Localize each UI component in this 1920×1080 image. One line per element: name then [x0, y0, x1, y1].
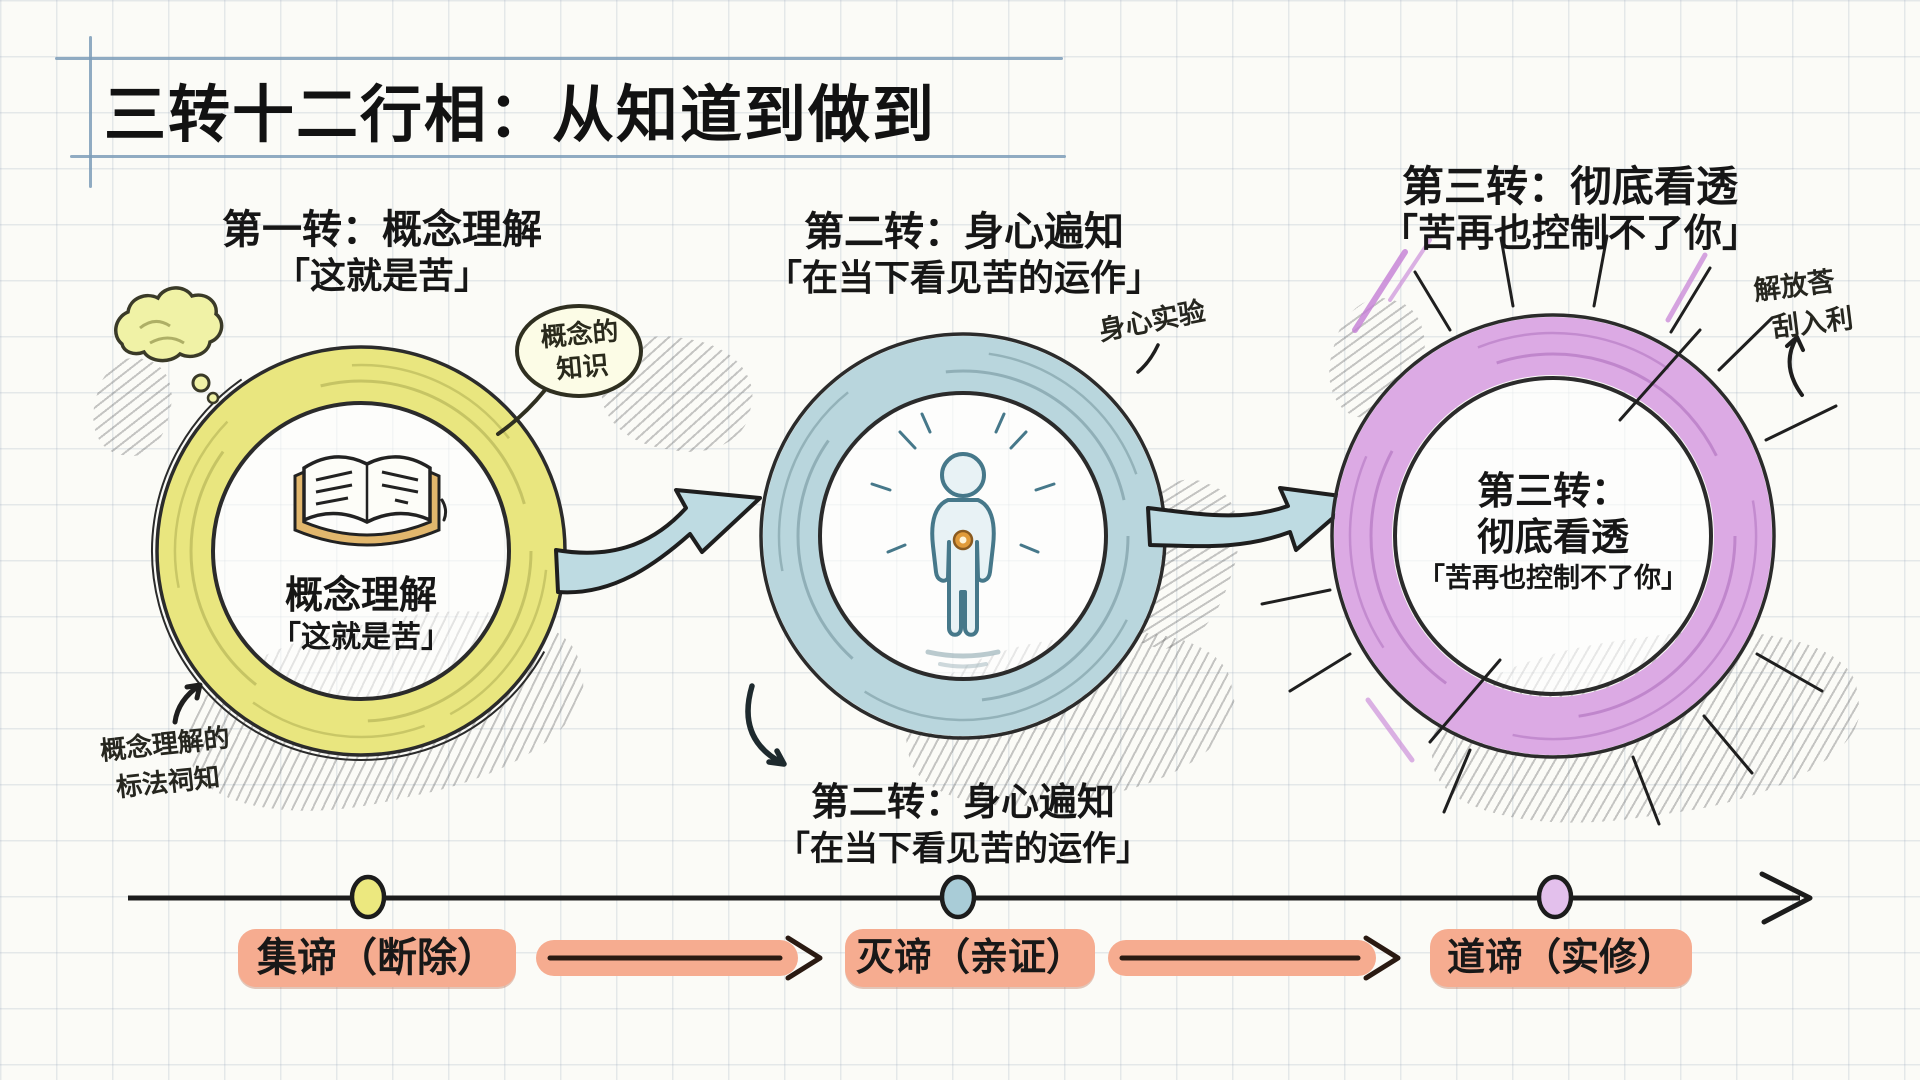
curved-arrow-icon [745, 683, 787, 767]
stage2-heading: 第二转：身心遍知 「在当下看见苦的运作」 [739, 208, 1189, 299]
stage3-heading-line1: 第三转：彻底看透 [1401, 163, 1738, 210]
stage1-circle-label: 概念理解 [284, 575, 437, 617]
stage1-heading: 第一转：概念理解 「这就是苦」 [157, 206, 607, 297]
stage3-circle-line3: 「苦再也控制不了你」 [1418, 563, 1688, 593]
stage3-circle-line2: 彻底看透 [1476, 517, 1629, 559]
arrow-right-icon [1146, 486, 1358, 552]
stage2-heading-line1: 第二转：身心遍知 [804, 210, 1124, 254]
stage3-heading-line2: 「苦再也控制不了你」 [1379, 213, 1760, 256]
sunburst-lines [1260, 234, 1838, 826]
timeline-connector-arrow [1108, 935, 1401, 981]
speech-bubble-text: 概念的 知识 [516, 313, 645, 389]
note-arrow-icon [1785, 335, 1805, 397]
stage2-caption-line2: 「在当下看见苦的运作」 [776, 829, 1150, 868]
stage1-circle-sublabel: 「这就是苦」 [271, 621, 451, 654]
timeline-pill-daodi: 道谛（实修） [1430, 929, 1692, 987]
timeline-dot-purple [1536, 874, 1574, 920]
speech-bubble [496, 304, 643, 436]
stage3-heading: 第三转：彻底看透 「苦再也控制不了你」 [1330, 162, 1810, 258]
open-book-icon [293, 455, 448, 547]
stage1-heading-line2: 「这就是苦」 [273, 255, 490, 296]
purple-streaks [1352, 238, 1708, 763]
page-title: 三转十二行相：从知道到做到 [104, 81, 937, 150]
margin-line-bottom [70, 155, 1066, 158]
margin-line-vertical [89, 36, 92, 188]
note-pointer-line [1136, 343, 1160, 374]
stage1-heading-line1: 第一转：概念理解 [222, 208, 542, 252]
margin-line-top [55, 57, 1063, 60]
stage2-heading-line2: 「在当下看见苦的运作」 [765, 257, 1162, 298]
stage3-note: 解放莟 刮入利 [1752, 261, 1856, 350]
stage2-caption: 第二转：身心遍知 「在当下看见苦的运作」 [713, 780, 1213, 870]
timeline-connector-arrow [536, 935, 823, 981]
arrow-right-icon [554, 488, 762, 595]
stage2-caption-line1: 第二转：身心遍知 [810, 782, 1115, 824]
purple-ring [1330, 313, 1776, 759]
timeline-dot-blue [939, 874, 977, 920]
timeline-dot-yellow [349, 874, 387, 920]
stage3-circle-line1: 第三转： [1476, 471, 1629, 513]
timeline-pill-miedi: 灭谛（亲证） [845, 929, 1095, 987]
thought-cloud-icon [114, 286, 224, 405]
stage1-note: 概念理解的 标法祠知 [98, 719, 235, 808]
timeline [128, 871, 1813, 981]
person-icon [870, 412, 1056, 669]
timeline-pill-jidi: 集谛（断除） [238, 929, 516, 987]
note-arrow-icon [172, 682, 203, 725]
